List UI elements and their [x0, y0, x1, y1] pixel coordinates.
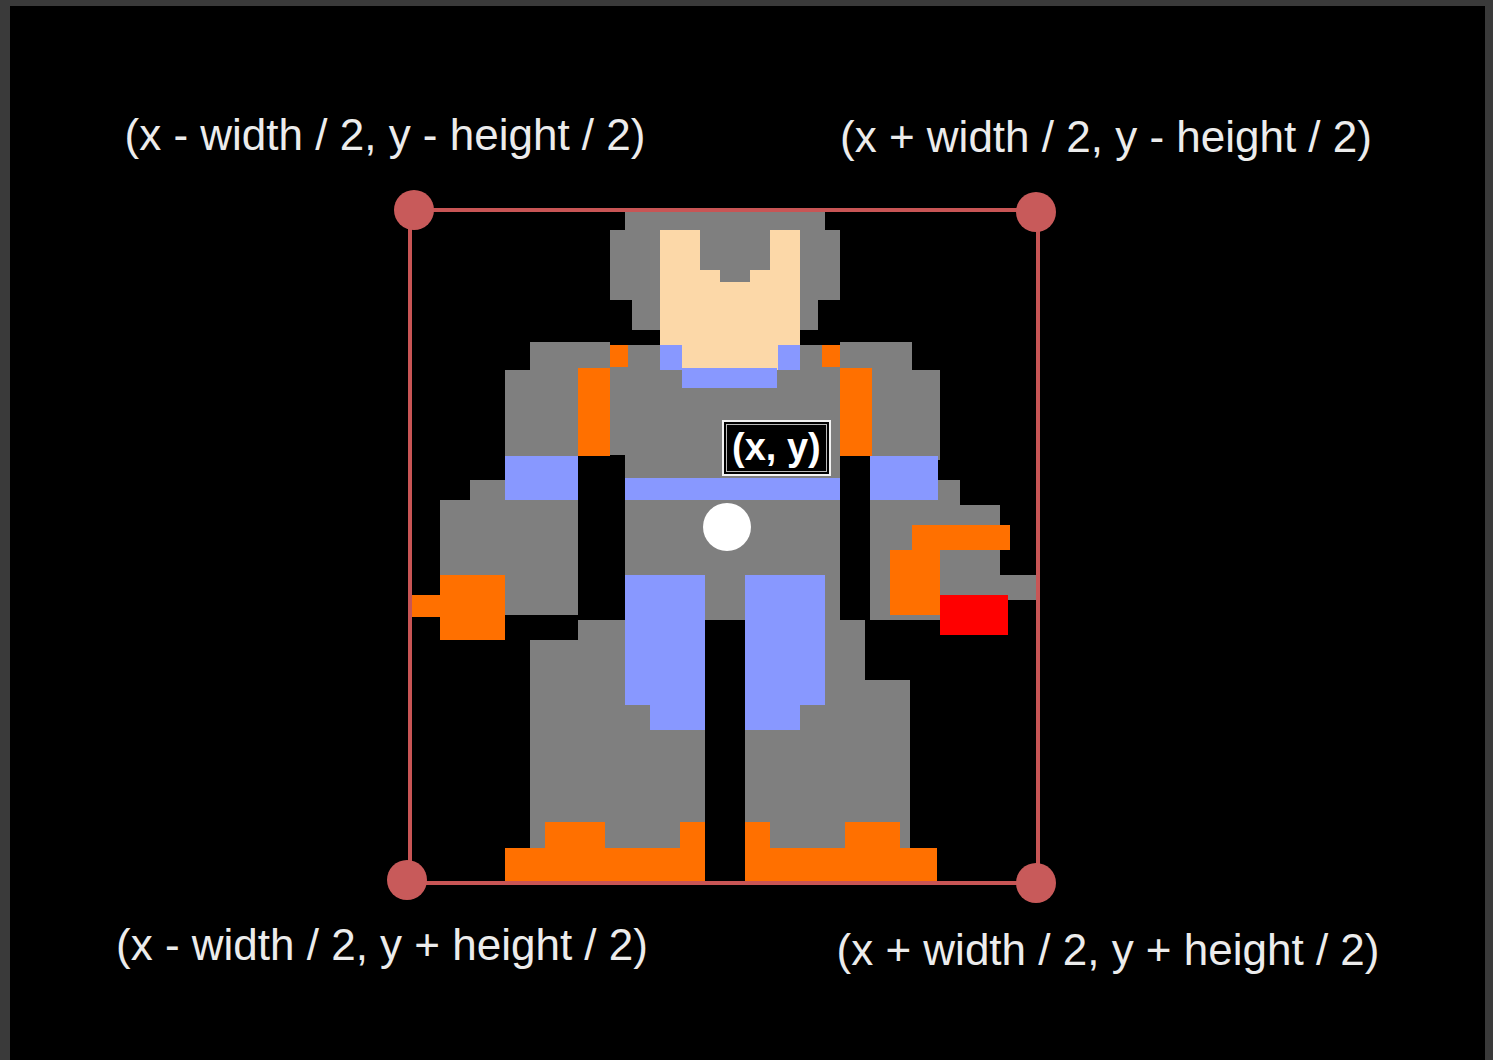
corner-label: (x + width / 2, y - height / 2) — [840, 113, 1372, 161]
belt — [625, 478, 840, 500]
helmet — [625, 210, 825, 230]
boot — [680, 822, 705, 848]
thigh — [745, 575, 825, 705]
coordinate-tag: (x, y) — [722, 420, 831, 476]
hand — [410, 595, 440, 617]
leg-gap — [705, 620, 745, 883]
center-dot — [703, 503, 751, 551]
arm-gap — [578, 455, 625, 625]
boot — [745, 822, 770, 848]
shoulder-stripe — [840, 368, 872, 456]
boot — [505, 848, 705, 883]
shoulder-stripe — [822, 345, 840, 367]
boot — [745, 848, 937, 883]
coordinate-text: (x, y) — [732, 426, 821, 470]
hand — [440, 575, 505, 640]
helmet-crest — [720, 270, 750, 282]
collar — [682, 368, 777, 388]
shoulder — [530, 342, 610, 372]
shoulder-stripe — [578, 368, 610, 456]
face — [660, 230, 800, 370]
thigh — [625, 575, 705, 705]
corner-dot — [387, 860, 427, 900]
hand — [940, 595, 1008, 635]
arm-gap — [840, 455, 870, 625]
helmet-crest — [700, 230, 770, 270]
torso — [705, 575, 745, 620]
bounding-box-outline — [410, 210, 1038, 883]
boot — [545, 822, 605, 848]
bounding-box — [387, 190, 1056, 903]
hand — [890, 550, 940, 615]
corner-dot — [1016, 863, 1056, 903]
arm — [440, 500, 578, 580]
corner-label: (x + width / 2, y + height / 2) — [837, 926, 1380, 974]
arm — [960, 505, 1000, 525]
corner-dot — [1016, 192, 1056, 232]
arm-band — [870, 456, 938, 500]
corner-dot — [394, 190, 434, 230]
hand — [912, 525, 1010, 550]
collar — [778, 345, 800, 370]
corner-label: (x - width / 2, y + height / 2) — [116, 921, 648, 969]
collar — [660, 345, 682, 370]
shoulder-stripe — [610, 345, 628, 367]
arm — [505, 580, 578, 615]
hand — [940, 550, 1000, 595]
thigh — [650, 705, 705, 730]
sprite-pixels — [410, 210, 1036, 883]
arm-band — [505, 456, 578, 500]
thigh — [745, 705, 800, 730]
shoulder — [840, 342, 912, 372]
corner-label: (x - width / 2, y - height / 2) — [125, 111, 646, 159]
boot — [845, 822, 900, 848]
